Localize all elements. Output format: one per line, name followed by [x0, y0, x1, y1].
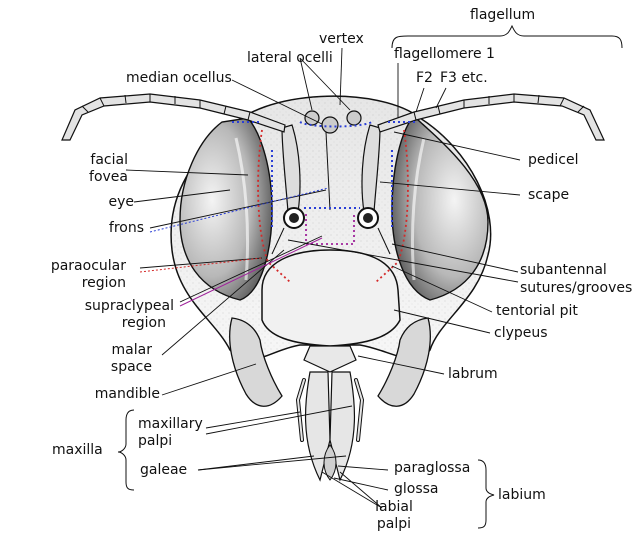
label-f2: F2: [416, 70, 433, 86]
labrum-shape: [303, 345, 357, 373]
label-malar-line2: space: [110, 359, 152, 375]
label-malar-line1: malar: [111, 342, 152, 358]
left-flagellum: [61, 93, 286, 141]
label-supraclypeal-line2: region: [121, 315, 166, 331]
label-subantennal-line1: subantennal: [520, 262, 607, 278]
label-supraclypeal-line1: supraclypeal: [84, 298, 174, 314]
label-eye: eye: [108, 194, 134, 210]
flagellum-bracket: [391, 24, 623, 49]
label-facial-fovea-line2: fovea: [89, 169, 128, 185]
label-subantennal-line2: sutures/grooves: [520, 280, 633, 296]
label-median-ocellus: median ocellus: [126, 70, 232, 86]
label-pedicel: pedicel: [528, 152, 579, 168]
right-eye: [391, 117, 489, 301]
label-tentorial-pit: tentorial pit: [496, 303, 578, 319]
label-labial-line2: palpi: [376, 516, 412, 532]
right-flagellum: [377, 93, 605, 141]
left-eye: [179, 117, 273, 301]
label-maxilla: maxilla: [52, 442, 103, 458]
label-paraglossa: paraglossa: [394, 460, 471, 476]
galea-right: [329, 371, 356, 482]
median-ocellus: [321, 116, 339, 134]
right-mandible: [377, 317, 431, 407]
label-labium: labium: [498, 487, 546, 503]
lateral-ocellus-right: [346, 110, 362, 126]
maxilla-bracket: [117, 409, 135, 491]
label-glossa: glossa: [394, 481, 439, 497]
clypeus-shape: [261, 249, 401, 347]
label-labial-line1: labial: [375, 499, 413, 515]
label-mandible: mandible: [94, 386, 160, 402]
lateral-ocellus-left: [304, 110, 320, 126]
label-scape: scape: [528, 187, 570, 203]
glossa-shape: [323, 444, 337, 481]
label-frons: frons: [108, 220, 144, 236]
label-maxillary-line1: maxillary: [138, 416, 203, 432]
label-lateral-ocelli: lateral ocelli: [247, 50, 333, 66]
left-mandible: [229, 317, 283, 407]
label-paraocular-line2: region: [81, 275, 126, 291]
label-f3-etc: F3 etc.: [440, 70, 488, 86]
label-vertex: vertex: [319, 31, 364, 47]
label-galeae: galeae: [140, 462, 188, 478]
label-clypeus: clypeus: [494, 325, 548, 341]
label-labrum: labrum: [448, 366, 498, 382]
label-paraocular-line1: paraocular: [50, 258, 126, 274]
label-maxillary-line2: palpi: [138, 433, 173, 449]
label-flagellomere-1: flagellomere 1: [394, 46, 495, 62]
label-facial-fovea-line1: facial: [90, 152, 128, 168]
labium-bracket: [477, 459, 495, 529]
label-flagellum: flagellum: [470, 7, 536, 23]
galea-left: [304, 371, 331, 482]
